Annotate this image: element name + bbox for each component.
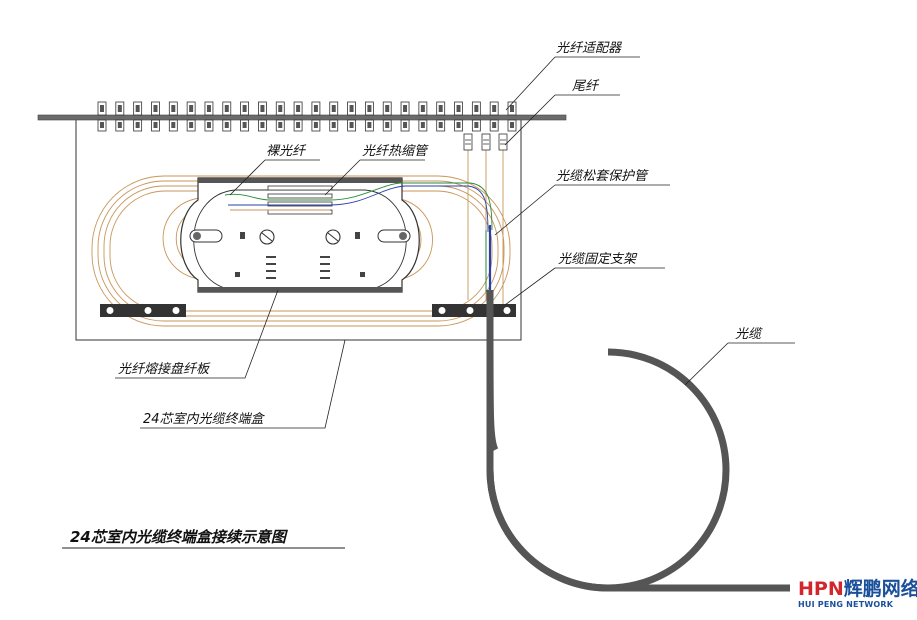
fiber-adapter <box>97 101 107 132</box>
fiber-optic-cable <box>486 290 730 592</box>
label-cable: 光缆 <box>735 327 763 342</box>
logo-subtitle: HUI PENG NETWORK <box>798 600 894 609</box>
fiber-adapter <box>382 101 392 132</box>
fiber-adapter <box>275 101 285 132</box>
bare-fibers <box>224 182 493 233</box>
fiber-adapter <box>454 101 463 132</box>
label-terminal-box: 24芯室内光缆终端盒 <box>143 411 266 427</box>
logo-cn-text: 辉鹏网络 <box>844 577 917 600</box>
leader-lines <box>115 56 795 429</box>
fiber-adapter <box>364 101 374 132</box>
fiber-adapter <box>258 101 267 132</box>
fiber-adapter <box>311 101 321 132</box>
fiber-adapter <box>436 101 446 132</box>
fiber-adapter <box>471 101 481 132</box>
fiber-adapter <box>186 101 196 132</box>
fiber-adapter <box>222 101 232 132</box>
fiber-adapter-row <box>97 101 517 132</box>
fiber-adapter <box>400 101 410 132</box>
pigtail-connectors <box>463 133 508 151</box>
fiber-adapter <box>168 101 178 132</box>
fiber-adapter <box>240 101 250 132</box>
label-pigtail: 尾纤 <box>572 79 600 94</box>
label-heat-shrink-tube: 光纤热缩管 <box>362 144 429 159</box>
svg-text:HPN辉鹏网络: HPN辉鹏网络 <box>798 577 917 600</box>
fiber-adapter <box>329 101 339 132</box>
mounting-flange <box>37 114 567 121</box>
splice-tray <box>180 177 420 293</box>
hpn-logo: HPN辉鹏网络 HUI PENG NETWORK <box>798 577 917 609</box>
fiber-adapter <box>489 101 499 132</box>
fiber-adapter <box>507 101 517 132</box>
label-cable-fixing-bracket: 光缆固定支架 <box>558 251 638 267</box>
diagram-title: 24芯室内光缆终端盒接续示意图 <box>70 528 289 546</box>
fiber-adapter <box>204 101 214 132</box>
fiber-adapter <box>418 101 428 132</box>
fiber-adapter <box>347 101 356 132</box>
logo-hpn-text: HPN <box>798 578 844 600</box>
fiber-adapter <box>293 101 303 132</box>
label-splice-tray: 光纤熔接盘纤板 <box>118 361 211 377</box>
fiber-adapter <box>151 101 160 132</box>
label-bare-fiber: 裸光纤 <box>266 144 307 159</box>
cable-fixing-brackets <box>100 304 516 317</box>
fiber-adapter <box>115 101 125 132</box>
fiber-adapter <box>133 101 143 132</box>
label-fiber-adapter: 光纤适配器 <box>556 41 622 56</box>
label-loose-tube: 光缆松套保护管 <box>556 169 649 184</box>
